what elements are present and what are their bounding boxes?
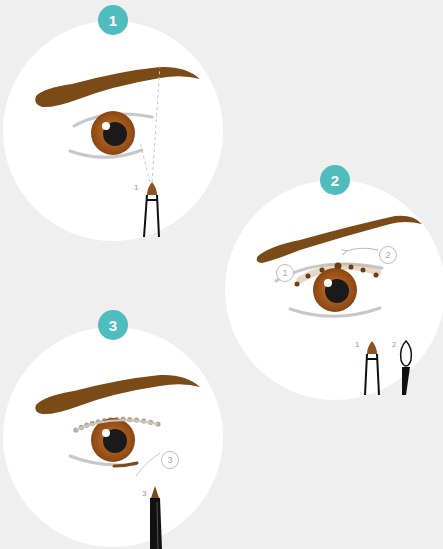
highlight [102,122,110,130]
pupil [103,122,127,146]
highlight [102,429,110,437]
step-badge: 1 [98,5,128,35]
upper-lid [76,420,158,430]
callout-number: 3 [161,451,179,469]
panel-circle [3,327,223,547]
step-badge: 3 [98,310,128,340]
panel-circle [3,21,223,241]
tool-number: 1 [134,184,138,192]
number-text: 1 [109,12,117,29]
tool-number: 1 [355,341,359,349]
number-text: 2 [331,172,339,189]
iris [91,418,135,462]
callout-number: 2 [379,246,397,264]
panel-circle [225,180,443,400]
brush-handle [144,195,159,237]
iris [313,268,357,312]
number-text: 2 [385,250,390,260]
highlight [324,279,332,287]
leader-line [136,453,160,476]
brush-tip [367,341,377,354]
number-text: 3 [167,455,172,465]
pupil [103,429,127,453]
iris [91,111,135,155]
pencil-tip [151,486,159,498]
number-text: 1 [282,268,287,278]
eyebrow [35,67,200,107]
guide-line [140,142,150,182]
guide-line [152,66,160,182]
pencil-body [150,498,162,549]
pupil [325,279,349,303]
tool-number: 3 [142,490,146,498]
eyebrow [257,216,422,263]
number-text: 3 [109,317,117,334]
step-badge: 2 [320,165,350,195]
brush-handle [365,354,379,395]
sponge-tip [401,341,412,366]
eyebrow [35,375,200,414]
callout-number: 1 [276,264,294,282]
tool-number: 2 [392,341,396,349]
pencil-highlight [157,502,158,549]
eyeliner [114,463,137,466]
motion-arrow [346,248,378,251]
brush-tip [147,182,157,195]
sponge-handle [402,367,410,395]
